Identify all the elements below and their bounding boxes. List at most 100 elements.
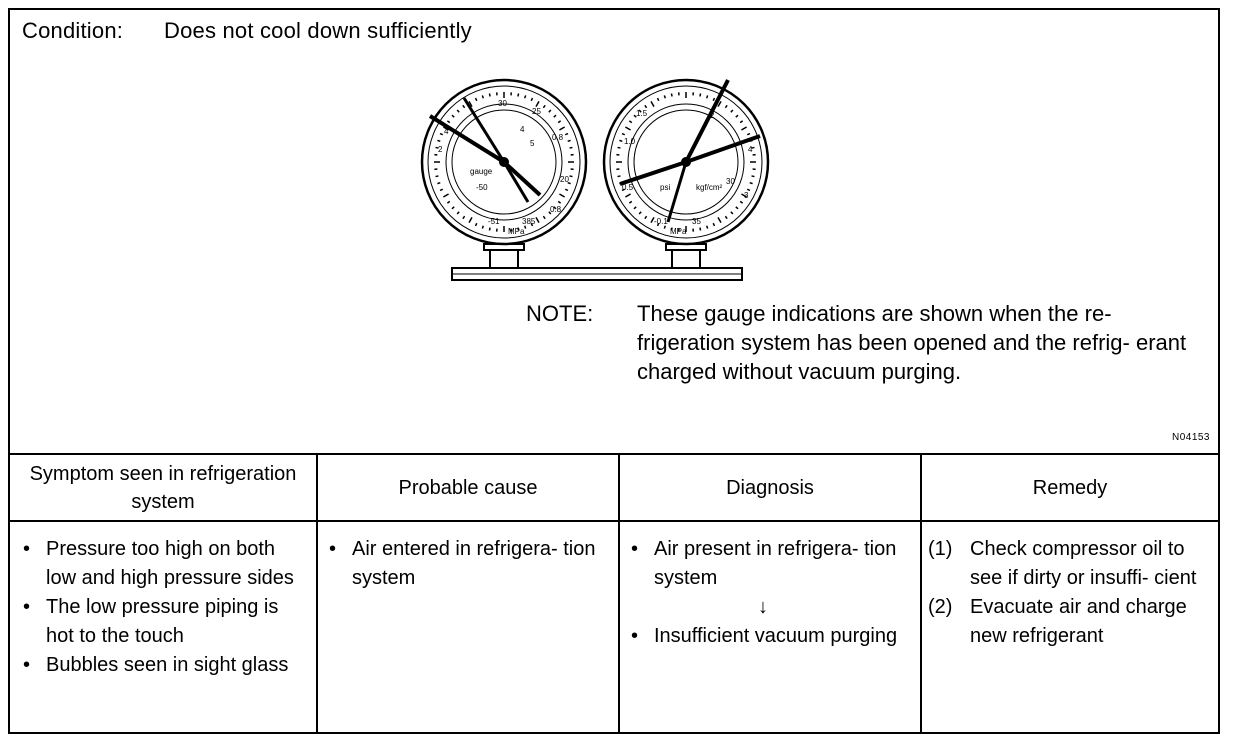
svg-text:4: 4 [444,127,449,136]
gauge-tick [523,95,527,99]
gauge-tick [650,217,655,223]
gauge-tick [569,146,573,149]
gauge-tick [530,97,534,102]
list-item: (2) Evacuate air and charge new refriger… [928,593,1213,651]
svg-text:0.5: 0.5 [622,183,634,192]
gauge-tick [699,93,702,97]
gauge-tick [456,211,460,215]
gauge-tick [644,104,648,109]
gauge-tick [481,95,485,99]
gauge-tick [625,126,631,131]
gauge-tick [663,225,667,229]
gauge-tick [705,225,709,229]
svg-text:4: 4 [748,145,753,154]
bullet-icon: • [23,654,31,676]
symptom-text: The low pressure piping is hot to the to… [46,596,279,647]
bullet-icon: • [329,538,337,560]
gauge-tick [724,215,728,220]
remedy-text: Evacuate air and charge new refrigerant [970,596,1187,647]
svg-text:MPa: MPa [670,227,687,236]
header-probable-cause: Probable cause [398,476,538,499]
gauge-tick [751,146,755,149]
gauge-tick [628,120,633,124]
gauge-tick [542,104,546,109]
condition-label: Condition: [22,18,124,43]
svg-text:0.8: 0.8 [552,133,564,142]
gauge-tick [567,139,571,143]
gauge-tick [451,114,455,118]
bullet-icon: • [23,596,31,618]
gauge-tick [488,93,491,97]
gauge-tick [741,193,747,198]
list-item: (1) Check compressor oil to see if dirty… [928,535,1213,593]
gauge-tick [462,215,466,220]
gauge-tick [446,200,451,204]
gauge-tick [656,97,660,102]
svg-text:4: 4 [520,125,525,134]
bullet-icon: • [631,538,639,560]
bullet-icon: • [631,625,639,647]
gauge-tick [439,132,444,136]
gauge-tick [468,217,473,223]
svg-text:3: 3 [744,191,749,200]
svg-text:5: 5 [530,139,535,148]
gauge-tick [456,109,460,113]
header-diagnosis: Diagnosis [726,476,814,499]
column-divider [920,455,922,734]
gauge-tick [712,222,716,227]
gauge-tick [567,181,571,185]
remedy-text: Check compressor oil to see if dirty or … [970,538,1197,589]
note-label: NOTE: [526,301,594,326]
condition-panel: Condition:Does not cool down sufficientl… [8,8,1220,734]
gauge-tick [553,206,557,210]
gauge-tick [468,101,473,107]
list-item: • Pressure too high on both low and high… [20,535,305,593]
gauge-tick [749,181,753,185]
svg-text:0.8: 0.8 [550,205,562,214]
symptom-text: Bubbles seen in sight glass [46,654,289,676]
gauge-tick [628,200,633,204]
svg-text:psi: psi [660,183,670,192]
note-text: These gauge indications are shown when t… [637,301,1187,384]
list-item: • The low pressure piping is hot to the … [20,593,305,651]
remedy-cell: (1) Check compressor oil to see if dirty… [928,535,1213,651]
gauge-tick [557,120,562,124]
gauge-tick [621,132,626,136]
svg-text:30: 30 [726,177,735,186]
symptom-text: Pressure too high on both low and high p… [46,538,294,589]
svg-text:25: 25 [532,107,541,116]
gauge-tick [548,109,552,113]
gauge-tick [443,126,449,131]
diagnosis-table: Symptom seen in refrigeration system Pro… [10,453,1218,734]
gauge-tick [462,104,466,109]
gauge-tick [717,217,722,223]
gauge-tick [633,206,637,210]
gauge-tick [724,104,728,109]
svg-text:2: 2 [438,145,443,154]
gauge-tick [735,206,739,210]
remedy-number: (1) [928,538,953,560]
gauge-tick [451,206,455,210]
figure-code: N04153 [1171,432,1210,443]
gauge-tick [670,93,673,97]
cause-cell: • Air entered in refrigera- tion system [326,535,596,593]
symptom-cell: • Pressure too high on both low and high… [20,535,305,680]
gauge-tick [644,215,648,220]
gauge-tick [474,222,478,227]
condition-heading: Condition:Does not cool down sufficientl… [22,18,472,44]
svg-text:-0.1: -0.1 [654,217,668,226]
gauge-tick [730,109,734,113]
svg-text:MPa: MPa [508,227,525,236]
svg-text:-50: -50 [476,183,488,192]
svg-text:gauge: gauge [470,167,493,176]
gauge-tick [530,222,534,227]
gauge-tick [746,188,751,192]
column-divider [618,455,620,734]
gauge-tick [617,175,621,178]
gauge-tick [717,101,722,107]
gauge-tick [638,109,642,113]
gauge-tick [517,227,520,231]
diagnosis-text: Insufficient vacuum purging [654,625,898,647]
